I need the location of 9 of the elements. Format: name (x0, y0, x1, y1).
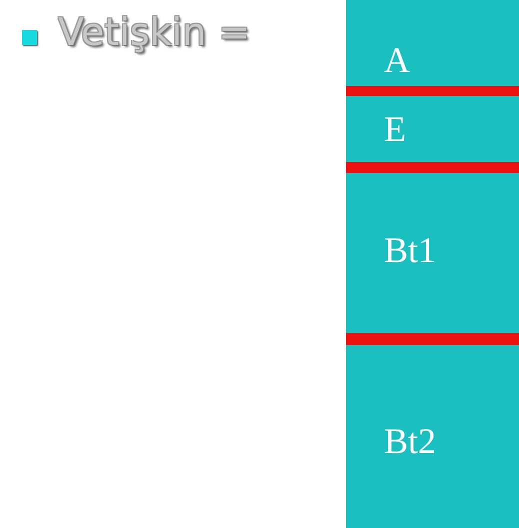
soil-horizon-band (346, 172, 519, 334)
horizon-label: Vetişkin = (58, 10, 250, 56)
horizon-name: E (384, 111, 406, 147)
soil-horizon-band (346, 345, 519, 528)
horizon-name: Bt1 (384, 232, 436, 268)
horizon-name: A (384, 42, 410, 78)
horizon-name: Bt2 (384, 423, 436, 459)
soil-horizon-band (346, 95, 519, 163)
soil-horizon-band (346, 0, 519, 86)
